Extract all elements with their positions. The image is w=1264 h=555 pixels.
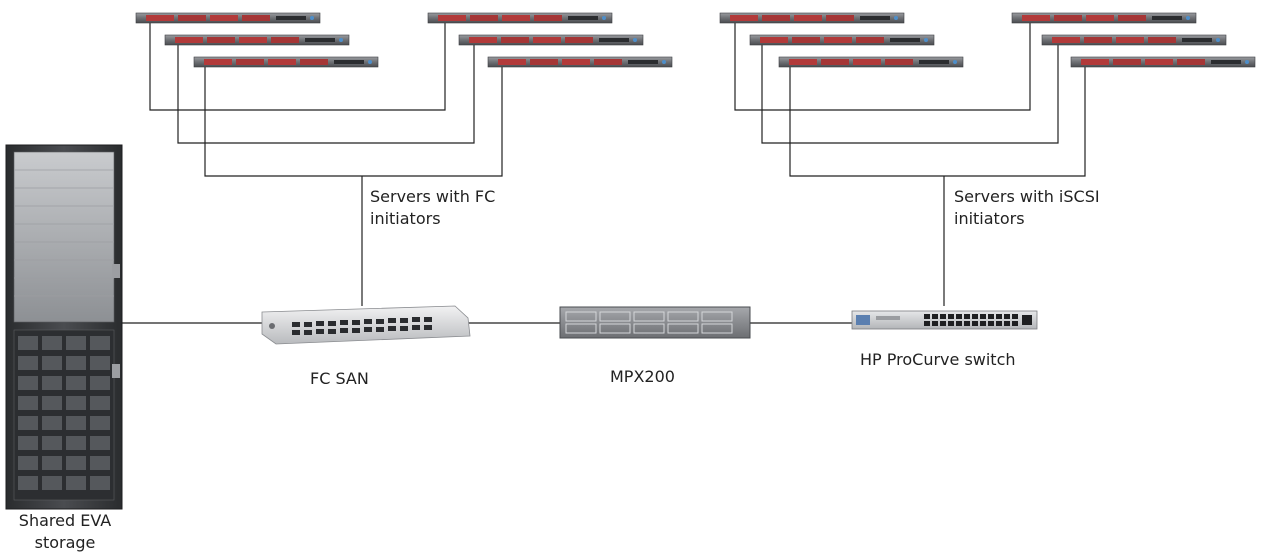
fc-server-wiring [149,22,503,306]
server-unit [135,12,321,24]
iscsi-wire-inner [789,66,1086,177]
fc-servers-right-stack [427,12,673,68]
fc-servers-label: Servers with FC initiators [370,187,496,228]
eva-storage-rack [5,144,123,510]
iscsi-servers-label: Servers with iSCSI initiators [954,187,1100,228]
server-unit [719,12,905,24]
iscsi-server-wiring [734,22,1086,306]
server-unit [749,34,935,46]
fc-wire-middle [177,44,475,144]
fc-servers-left-stack [135,12,379,68]
iscsi-wire-middle [761,44,1059,144]
server-unit [1070,56,1256,68]
server-unit [427,12,613,24]
fc-wire-inner [204,66,503,177]
fc-wire-outer [149,22,446,111]
iscsi-servers-right-stack [1011,12,1256,68]
server-unit [193,56,379,68]
server-unit [778,56,964,68]
iscsi-wire-outer [734,22,1031,111]
server-unit [1041,34,1227,46]
procurve-label: HP ProCurve switch [860,350,1016,369]
server-unit [164,34,350,46]
mpx200-router [559,306,751,339]
fc-san-switch [261,305,471,345]
eva-storage-label: Shared EVA storage [18,511,112,552]
iscsi-servers-left-stack [719,12,964,68]
server-unit [487,56,673,68]
server-unit [458,34,644,46]
server-unit [1011,12,1197,24]
procurve-switch [851,310,1038,330]
mpx200-label: MPX200 [610,367,675,386]
fc-san-label: FC SAN [310,369,369,388]
